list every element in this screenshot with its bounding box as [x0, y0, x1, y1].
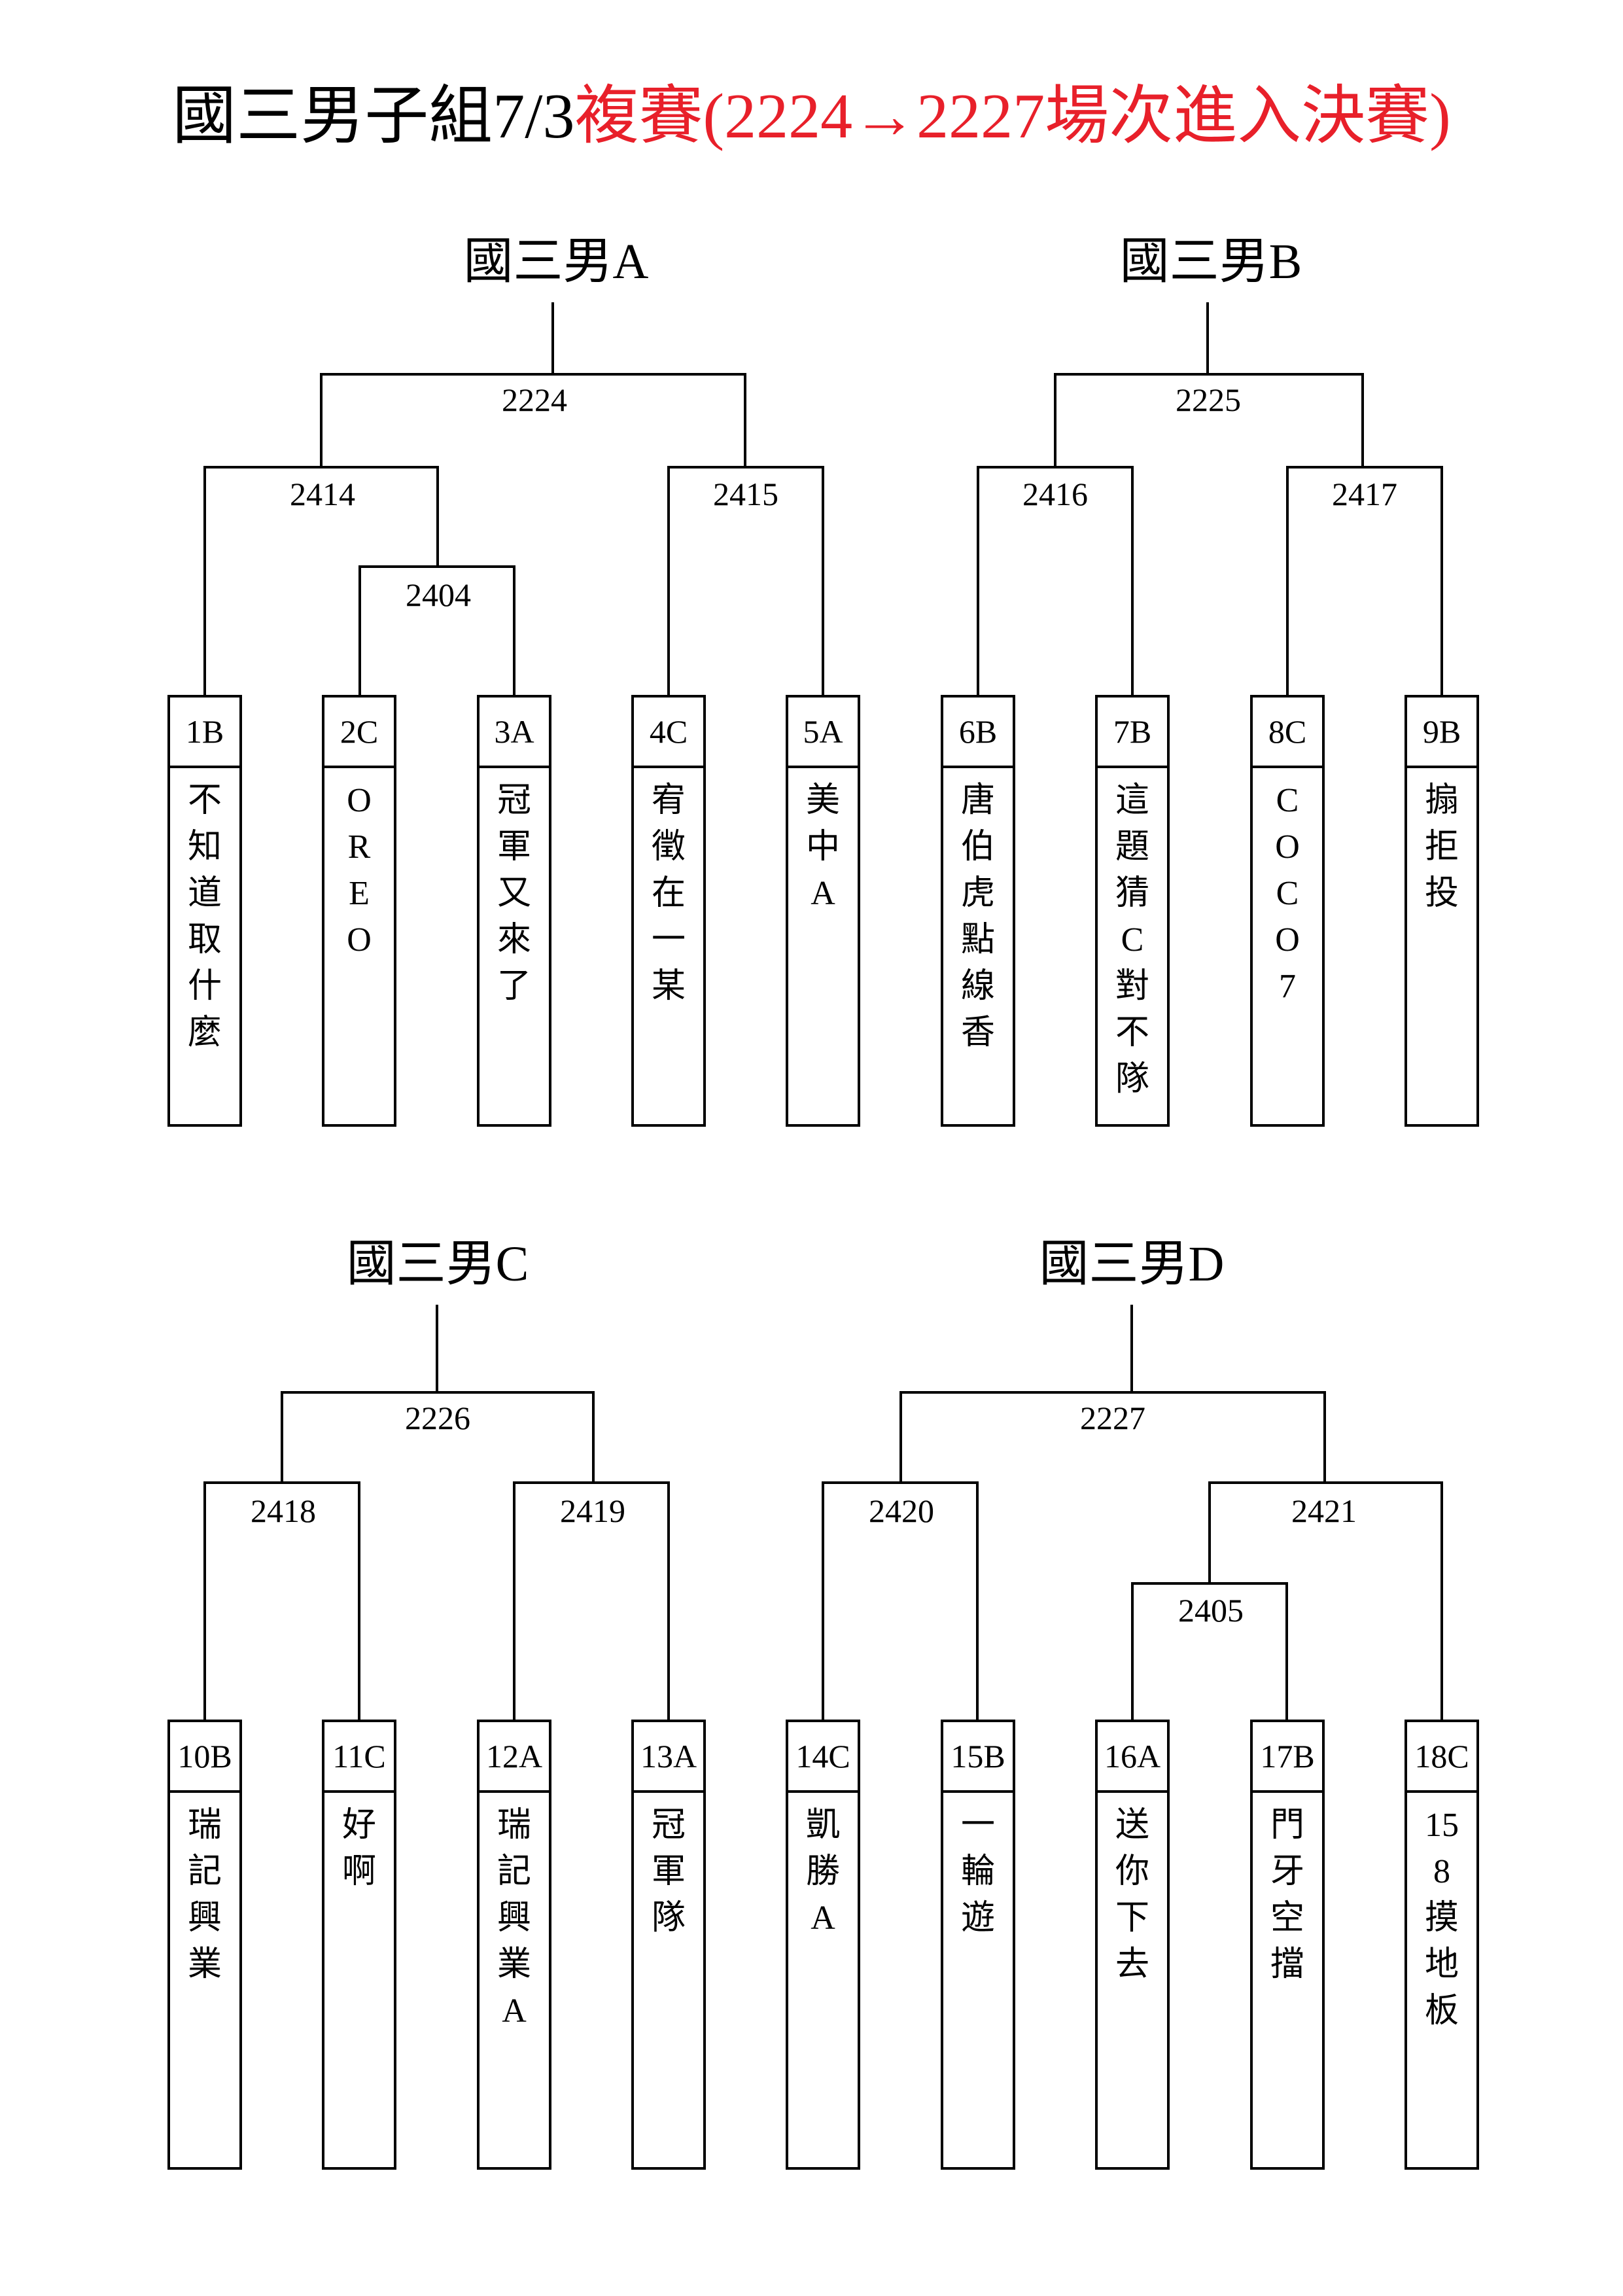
team-seed: 4C [634, 698, 703, 768]
team-seed: 10B [170, 1722, 239, 1793]
team-seed: 8C [1253, 698, 1322, 768]
match-number-2226: 2226 [405, 1400, 470, 1436]
team-seed: 12A [480, 1722, 549, 1793]
match-number-2404: 2404 [406, 576, 471, 613]
match-number-2417: 2417 [1332, 476, 1397, 512]
match-number-2405: 2405 [1178, 1592, 1244, 1629]
match-number-2224: 2224 [502, 381, 567, 418]
page-title-main: 國三男子組7/3 [172, 81, 575, 152]
match-number-2418: 2418 [251, 1492, 316, 1529]
match-number-2225: 2225 [1176, 381, 1241, 418]
team-box-3a: 3A 冠軍又來了 [477, 695, 551, 1127]
team-seed: 14C [788, 1722, 858, 1793]
team-seed: 7B [1098, 698, 1167, 768]
team-name: 唐伯虎點線香 [960, 782, 995, 1051]
team-name: 門牙空擋 [1270, 1807, 1304, 1983]
team-name: 搧拒投 [1424, 782, 1459, 912]
team-box-13a: 13A 冠軍隊 [631, 1720, 706, 2170]
team-seed: 13A [634, 1722, 703, 1793]
team-box-9b: 9B 搧拒投 [1405, 695, 1479, 1127]
team-seed: 11C [324, 1722, 394, 1793]
group-title-a: 國三男A [463, 234, 649, 289]
team-box-5a: 5A 美中A [786, 695, 860, 1127]
page-title-note: 複賽(2224→2227場次進入決賽) [574, 81, 1451, 152]
team-seed: 17B [1253, 1722, 1322, 1793]
match-number-2227: 2227 [1080, 1400, 1145, 1436]
page-title: 國三男子組7/3複賽(2224→2227場次進入決賽) [0, 77, 1623, 156]
team-name: 158摸地板 [1424, 1807, 1459, 2030]
match-number-2415: 2415 [713, 476, 778, 512]
team-box-10b: 10B 瑞記興業 [167, 1720, 242, 2170]
team-box-1b: 1B 不知道取什麼 [167, 695, 242, 1127]
match-number-2420: 2420 [869, 1492, 934, 1529]
team-name: OREO [347, 782, 372, 959]
team-box-12a: 12A 瑞記興業A [477, 1720, 551, 2170]
team-box-8c: 8C COCO7 [1250, 695, 1325, 1127]
team-name: 瑞記興業A [497, 1807, 531, 2030]
match-number-2421: 2421 [1291, 1492, 1357, 1529]
team-name: 冠軍隊 [651, 1807, 686, 1937]
team-box-18c: 18C 158摸地板 [1405, 1720, 1479, 2170]
team-name: 宥徵在一某 [651, 782, 686, 1005]
team-seed: 6B [943, 698, 1013, 768]
team-box-17b: 17B 門牙空擋 [1250, 1720, 1325, 2170]
team-seed: 9B [1407, 698, 1476, 768]
match-number-2416: 2416 [1022, 476, 1088, 512]
team-seed: 1B [170, 698, 239, 768]
team-name: 不知道取什麼 [187, 782, 222, 1051]
team-name: COCO7 [1275, 782, 1300, 1005]
team-name: 瑞記興業 [187, 1807, 222, 1983]
team-box-6b: 6B 唐伯虎點線香 [941, 695, 1015, 1127]
team-box-4c: 4C 宥徵在一某 [631, 695, 706, 1127]
team-box-15b: 15B 一輪遊 [941, 1720, 1015, 2170]
team-seed: 18C [1407, 1722, 1476, 1793]
match-number-2414: 2414 [290, 476, 355, 512]
team-name: 送你下去 [1115, 1807, 1149, 1983]
team-name: 冠軍又來了 [497, 782, 531, 1005]
team-seed: 5A [788, 698, 858, 768]
team-name: 這題猜C對不隊 [1115, 782, 1149, 1098]
team-seed: 16A [1098, 1722, 1167, 1793]
team-box-16a: 16A 送你下去 [1095, 1720, 1170, 2170]
team-seed: 2C [324, 698, 394, 768]
team-name: 好啊 [341, 1807, 376, 1890]
team-seed: 3A [480, 698, 549, 768]
team-box-7b: 7B 這題猜C對不隊 [1095, 695, 1170, 1127]
team-box-11c: 11C 好啊 [322, 1720, 396, 2170]
team-name: 美中A [805, 782, 840, 912]
team-box-2c: 2C OREO [322, 695, 396, 1127]
team-box-14c: 14C 凱勝A [786, 1720, 860, 2170]
match-number-2419: 2419 [560, 1492, 625, 1529]
team-name: 凱勝A [805, 1807, 840, 1937]
group-title-b: 國三男B [1119, 234, 1302, 289]
group-title-d: 國三男D [1039, 1237, 1225, 1292]
team-name: 一輪遊 [960, 1807, 995, 1937]
group-title-c: 國三男C [346, 1237, 529, 1292]
team-seed: 15B [943, 1722, 1013, 1793]
